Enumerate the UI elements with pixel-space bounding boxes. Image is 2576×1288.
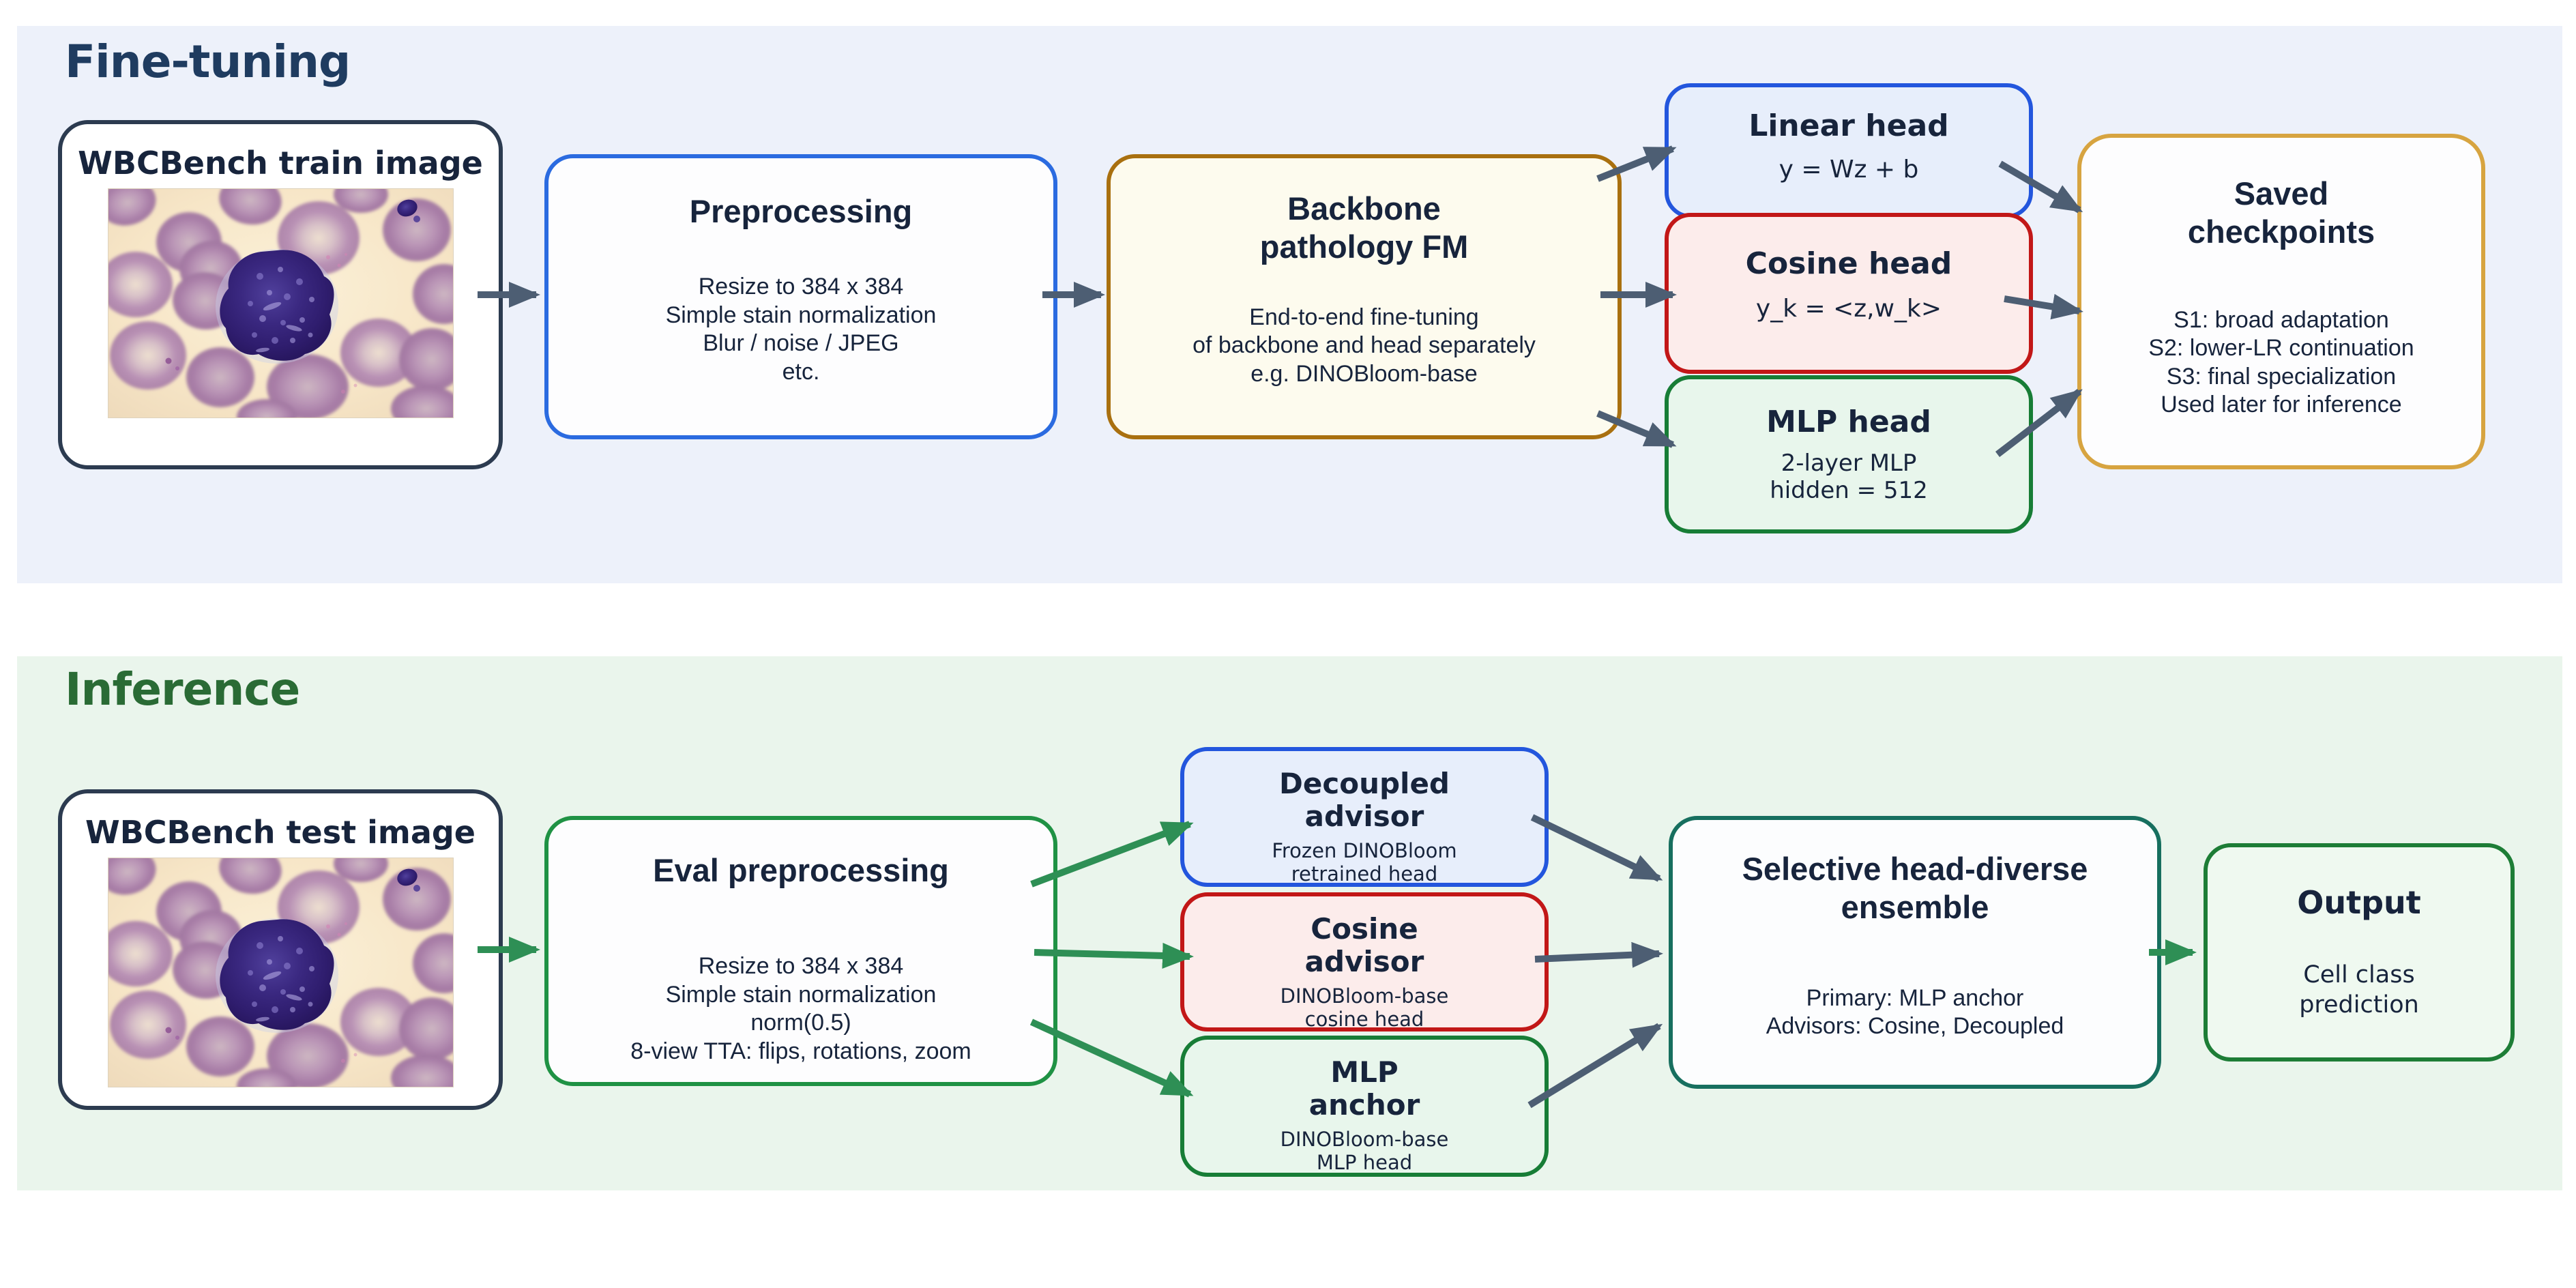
backbone-body: End-to-end fine-tuning of backbone and h… (1192, 304, 1536, 387)
cosine-advisor-subtitle: DINOBloom-base cosine head (1280, 984, 1449, 1031)
mlp-head-box: MLP head 2-layer MLP hidden = 512 (1665, 375, 2033, 533)
backbone-box: Backbone pathology FM End-to-end fine-tu… (1107, 154, 1622, 439)
mlp-anchor-box: MLP anchor DINOBloom-base MLP head (1180, 1036, 1549, 1177)
blood-smear-test-image (107, 858, 454, 1087)
decoupled-advisor-box: Decoupled advisor Frozen DINOBloom retra… (1180, 747, 1549, 887)
saved-checkpoints-box: Saved checkpoints S1: broad adaptation S… (2077, 134, 2485, 469)
inference-section-title: Inference (65, 663, 300, 716)
linear-head-title: Linear head (1748, 108, 1949, 143)
test-image-label: WBCBench test image (85, 814, 476, 851)
blood-smear-train-image (107, 188, 454, 418)
ensemble-box: Selective head-diverse ensemble Primary:… (1669, 816, 2161, 1089)
eval-preprocessing-body: Resize to 384 x 384 Simple stain normali… (630, 953, 971, 1064)
ensemble-body: Primary: MLP anchor Advisors: Cosine, De… (1766, 984, 2064, 1040)
output-title: Output (2297, 884, 2421, 921)
preprocessing-body: Resize to 384 x 384 Simple stain normali… (665, 274, 937, 385)
preprocessing-title: Preprocessing (689, 193, 913, 229)
cosine-advisor-title: Cosine advisor (1304, 912, 1424, 979)
mlp-anchor-title: MLP anchor (1308, 1055, 1420, 1122)
saved-checkpoints-title: Saved checkpoints (2187, 175, 2375, 250)
eval-preprocessing-box: Eval preprocessing Resize to 384 x 384 S… (544, 816, 1057, 1086)
cosine-head-title: Cosine head (1745, 246, 1952, 281)
output-box: Output Cell class prediction (2204, 843, 2515, 1062)
decoupled-advisor-subtitle: Frozen DINOBloom retrained head (1272, 838, 1457, 886)
cosine-head-box: Cosine head y_k = <z,w_k> (1665, 213, 2033, 374)
cosine-advisor-box: Cosine advisor DINOBloom-base cosine hea… (1180, 892, 1549, 1031)
mlp-head-body: 2-layer MLP hidden = 512 (1770, 449, 1928, 505)
ensemble-title: Selective head-diverse ensemble (1742, 851, 2088, 926)
test-image-box: WBCBench test image (58, 789, 503, 1110)
eval-preprocessing-title: Eval preprocessing (653, 852, 949, 888)
linear-head-box: Linear head y = Wz + b (1665, 83, 2033, 218)
cosine-head-formula: y_k = <z,w_k> (1755, 294, 1942, 323)
decoupled-advisor-title: Decoupled advisor (1278, 767, 1450, 834)
backbone-title: Backbone pathology FM (1259, 190, 1469, 265)
train-image-label: WBCBench train image (78, 145, 483, 181)
mlp-head-title: MLP head (1766, 405, 1931, 439)
preprocessing-box: Preprocessing Resize to 384 x 384 Simple… (544, 154, 1057, 439)
output-body: Cell class prediction (2299, 961, 2419, 1019)
linear-head-formula: y = Wz + b (1779, 155, 1919, 184)
mlp-anchor-subtitle: DINOBloom-base MLP head (1280, 1127, 1449, 1175)
train-image-box: WBCBench train image (58, 120, 503, 469)
saved-checkpoints-body: S1: broad adaptation S2: lower-LR contin… (2148, 306, 2414, 418)
finetuning-section-title: Fine-tuning (65, 35, 351, 88)
